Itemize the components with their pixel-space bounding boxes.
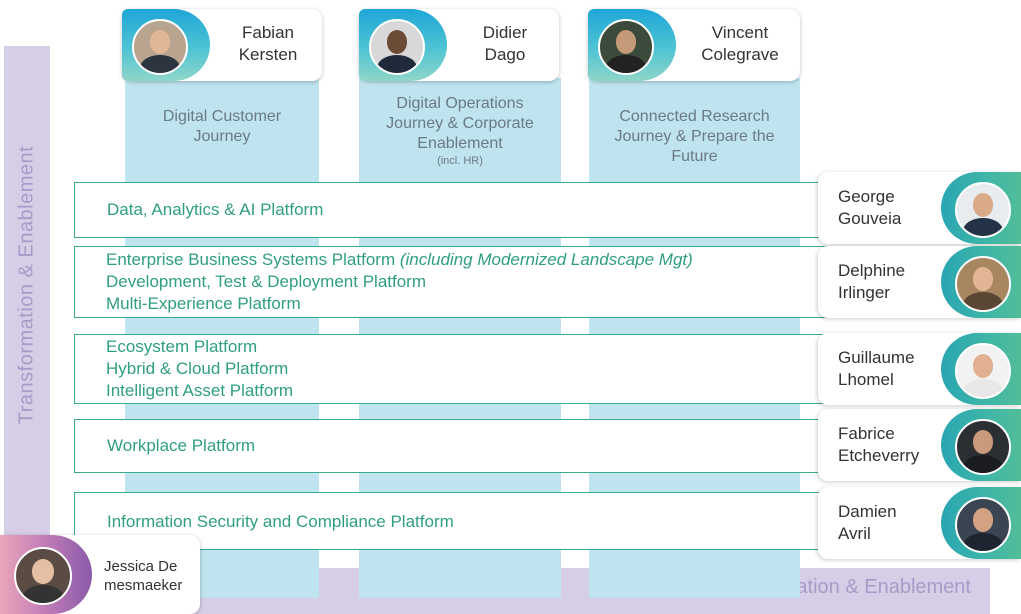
platform-row-security: Information Security and Compliance Plat…: [74, 492, 828, 550]
platform-label: Workplace Platform: [107, 436, 256, 455]
platform-label: Hybrid & Cloud Platform: [106, 359, 289, 378]
avatar: [14, 547, 72, 605]
platform-label: Data, Analytics & AI Platform: [107, 200, 324, 219]
platform-label: Intelligent Asset Platform: [106, 381, 294, 400]
avatar: [132, 19, 188, 75]
avatar: [955, 343, 1011, 399]
owner-badge: [941, 487, 1021, 559]
platform-label: Information Security and Compliance Plat…: [107, 512, 454, 531]
owner-badge: [941, 409, 1021, 481]
platform-label: Development, Test & Deployment Platform: [106, 272, 426, 291]
platform-label: Enterprise Business Systems Platform (in…: [106, 250, 693, 269]
avatar: [955, 419, 1011, 475]
platform-label: Ecosystem Platform: [106, 337, 258, 356]
avatar: [369, 19, 425, 75]
avatar: [598, 19, 654, 75]
owner-badge: [941, 246, 1021, 318]
avatar: [955, 256, 1011, 312]
enablement-side-label: Transformation & Enablement: [15, 145, 38, 425]
platform-row-workplace: Workplace Platform: [74, 419, 828, 473]
avatar: [955, 497, 1011, 553]
platform-row-enterprise: Enterprise Business Systems Platform (in…: [74, 246, 828, 318]
platform-label: Multi-Experience Platform: [106, 294, 301, 313]
journey-note: (incl. HR): [437, 155, 483, 167]
platform-row-data-analytics: Data, Analytics & AI Platform: [74, 182, 828, 238]
avatar: [955, 182, 1011, 238]
platform-row-ecosystem: Ecosystem Platform Hybrid & Cloud Platfo…: [74, 334, 828, 404]
owner-badge: [941, 333, 1021, 405]
owner-badge: [941, 172, 1021, 244]
enablement-side-band: [4, 46, 50, 614]
